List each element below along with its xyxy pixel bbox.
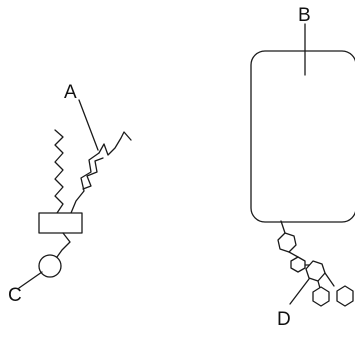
label-d: D [277,309,291,330]
label-a: A [64,82,77,103]
left-molecule [38,129,132,278]
leader-line-a [78,99,99,151]
head-linker-zigzag [56,232,71,258]
label-c: C [8,285,22,306]
hexagon-4 [312,286,330,307]
hexagon-3 [305,260,326,282]
rounded-body-rectangle [250,50,355,223]
hexagon-bond-1 [288,251,299,258]
right-molecule [250,50,355,307]
hexagon-bond-4 [324,272,335,287]
head-group-rectangle [38,212,83,234]
hexagon-1 [277,232,297,253]
hexagon-2 [290,256,306,273]
right-tail-upper-zigzag [98,131,132,156]
label-b: B [298,5,311,26]
body-linker [280,220,286,234]
leader-line-c [18,271,43,289]
head-circle [38,254,62,278]
leader-line-d [289,278,310,305]
hexagon-5 [336,285,354,307]
right-tail-lower-zigzag [70,152,100,214]
left-tail-zigzag [54,129,64,214]
right-tail-double-bond [82,157,104,190]
